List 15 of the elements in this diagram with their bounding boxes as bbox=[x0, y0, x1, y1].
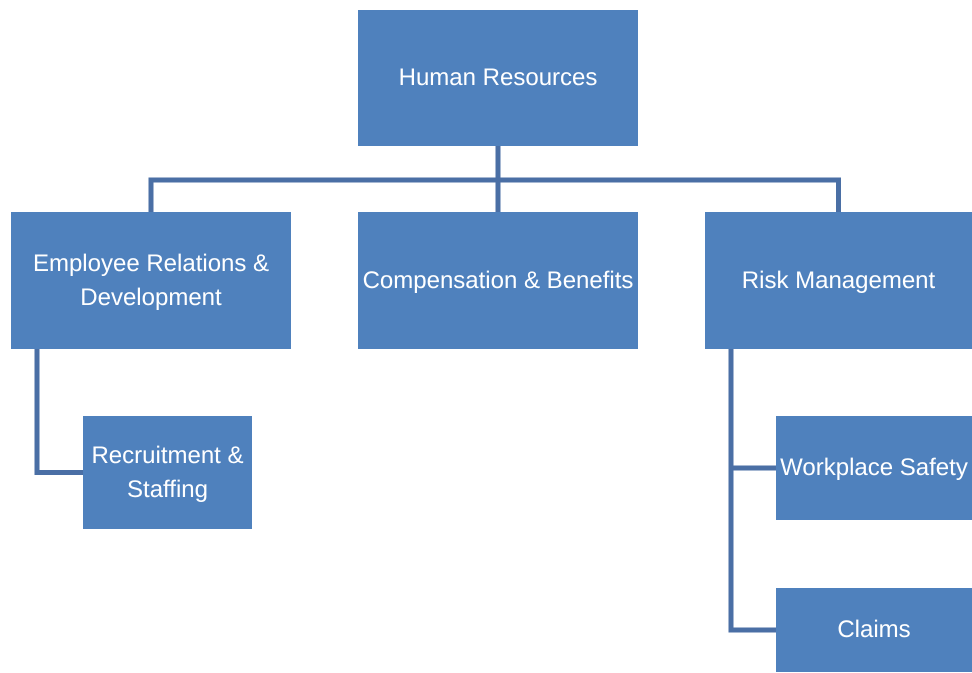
org-box bbox=[358, 10, 638, 146]
org-box bbox=[11, 212, 291, 349]
org-box bbox=[358, 212, 638, 349]
connector-line bbox=[34, 349, 83, 475]
org-box bbox=[776, 588, 972, 672]
org-box bbox=[705, 212, 972, 349]
box-label: Employee Relations & Development bbox=[32, 248, 270, 312]
box-label: Risk Management bbox=[742, 266, 936, 296]
box-label: Compensation & Benefits bbox=[362, 266, 634, 296]
box-label: Human Resources bbox=[398, 63, 598, 94]
box-label: Workplace Safety bbox=[780, 453, 968, 484]
org-box bbox=[776, 416, 972, 520]
box-label: Recruitment & Staffing bbox=[90, 440, 245, 504]
box-label: Claims bbox=[837, 615, 911, 646]
org-box bbox=[83, 416, 252, 529]
